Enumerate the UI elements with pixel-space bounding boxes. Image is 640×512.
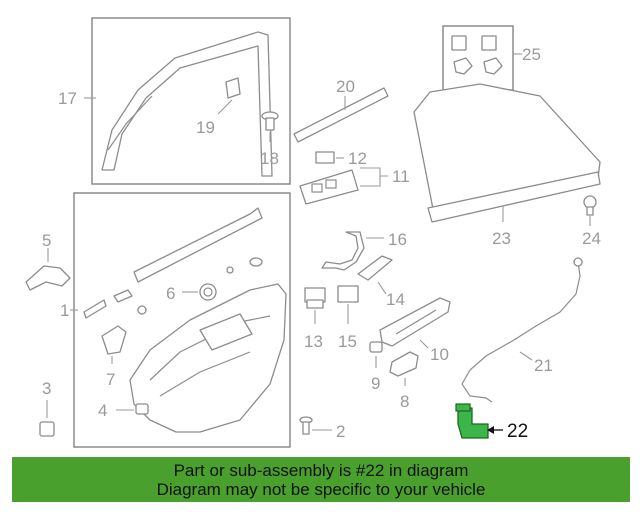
frame-box-17 [91,17,291,185]
part-21-cable [461,261,581,403]
label-4: 4 [98,401,107,420]
part-16-harness [321,231,365,271]
part-9-cap [369,341,383,353]
banner-line-1: Part or sub-assembly is #22 in diagram [173,461,469,480]
label-5: 5 [42,231,51,250]
parts-diagram: 17 19 18 20 12 11 23 25 24 [25,17,601,448]
label-1: 1 [60,301,69,320]
label-18: 18 [260,149,279,168]
label-21: 21 [534,356,553,375]
label-23: 23 [492,229,511,248]
part-3-clip [39,421,55,437]
part-21-cable-end [573,257,583,267]
label-25: 25 [522,45,541,64]
part-11-switch-panel [299,169,359,205]
part-5-bracket [25,265,71,291]
label-20: 20 [336,77,355,96]
label-8: 8 [400,392,409,411]
label-24: 24 [582,229,601,248]
label-14: 14 [386,290,405,309]
label-16: 16 [388,230,407,249]
part-19-clip [225,77,241,99]
label-19: 19 [196,118,215,137]
part-25-clips [451,35,503,75]
leader-19 [217,99,233,115]
part-4-clip [135,403,149,415]
part-1-door-trim-panel [83,207,287,433]
label-9: 9 [371,374,380,393]
part-23-window-glass [413,83,601,223]
label-3: 3 [42,379,51,398]
part-18-screw [261,111,279,131]
part-6-grommet [199,283,217,301]
leader-14 [377,281,387,295]
part-24-bolt [583,195,597,216]
label-15: 15 [338,332,357,351]
banner-line-2: Diagram may not be specific to your vehi… [156,480,486,499]
part-2-screw [299,416,313,435]
info-banner: Part or sub-assembly is #22 in diagram D… [12,457,630,502]
part-14-handle-bezel [357,255,393,281]
label-12: 12 [348,149,367,168]
part-12-switch [315,151,335,164]
leader-11 [360,167,388,187]
label-11: 11 [392,167,410,186]
label-6: 6 [166,284,175,303]
part-15-switch [337,285,359,303]
label-13: 13 [304,332,323,351]
label-10: 10 [430,345,449,364]
part-8-pull-cup [389,351,419,377]
part-13-switch-module [304,287,326,309]
part-10-inside-handle [379,297,451,347]
leader-10 [419,339,429,349]
part-17-window-frame-trim [101,31,273,177]
label-22: 22 [507,421,528,442]
part-20-belt-weatherstrip [293,87,389,143]
label-7: 7 [106,370,115,389]
leader-21 [519,351,533,361]
arrowhead-22 [487,426,494,434]
label-17: 17 [58,89,77,108]
part-22-bracket-highlighted [455,403,489,439]
label-2: 2 [336,422,345,441]
frame-box-1 [73,192,291,448]
